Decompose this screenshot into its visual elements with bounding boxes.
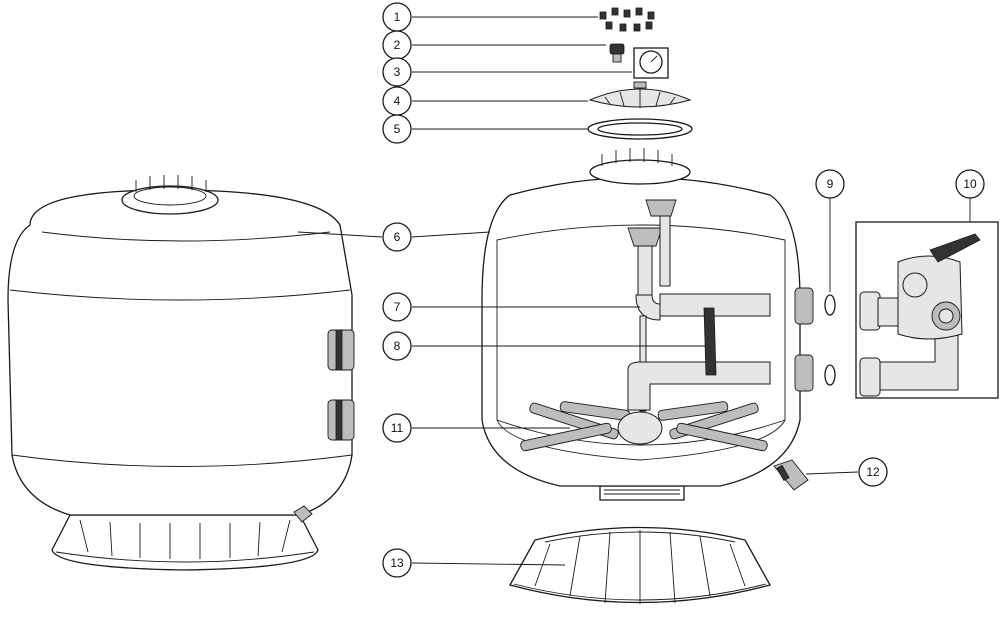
- assembled-filter-tank: [7, 175, 355, 571]
- svg-text:9: 9: [827, 177, 834, 191]
- pressure-gauge: [633, 47, 669, 79]
- svg-text:2: 2: [394, 38, 401, 52]
- callout-11: 11: [382, 413, 412, 443]
- upper-diffuser: [627, 199, 677, 307]
- svg-text:11: 11: [391, 421, 404, 435]
- port-o-rings: [824, 294, 836, 386]
- drain-left: [293, 505, 313, 523]
- drain-valve: [773, 459, 809, 491]
- pipe-support: [703, 307, 717, 376]
- svg-text:7: 7: [394, 300, 401, 314]
- callout-13: 13: [382, 548, 412, 578]
- tank-base-right: [599, 485, 685, 501]
- callout-7: 7: [382, 292, 412, 322]
- lid-o-ring: [587, 118, 693, 140]
- callout-12: 12: [858, 457, 888, 487]
- bolt-set: [599, 7, 655, 32]
- svg-text:1: 1: [394, 10, 401, 24]
- cutaway-filter-tank: [481, 148, 814, 501]
- svg-text:3: 3: [394, 65, 401, 79]
- svg-text:10: 10: [963, 177, 977, 191]
- tank-top-flange-left: [121, 175, 219, 215]
- filter-lid: [588, 81, 692, 108]
- svg-text:8: 8: [394, 339, 401, 353]
- tank-body-left: [7, 189, 353, 516]
- lateral-collectors: [520, 401, 768, 452]
- callout-5: 5: [382, 114, 412, 144]
- svg-text:13: 13: [390, 556, 404, 570]
- callout-8: 8: [382, 331, 412, 361]
- callout-2: 2: [382, 30, 412, 60]
- callout-4: 4: [382, 86, 412, 116]
- tank-base-left: [51, 514, 319, 571]
- side-ports-right: [794, 287, 814, 392]
- callout-10: 10: [955, 169, 985, 199]
- callout-3: 3: [382, 57, 412, 87]
- multiport-valve: [855, 221, 999, 399]
- svg-text:12: 12: [866, 465, 880, 479]
- callout-9: 9: [815, 169, 845, 199]
- collector-pipes: [627, 293, 771, 412]
- svg-text:4: 4: [394, 94, 401, 108]
- side-ports-left: [327, 329, 355, 441]
- callout-1: 1: [382, 2, 412, 32]
- svg-text:5: 5: [394, 122, 401, 136]
- air-release-valve: [609, 43, 625, 63]
- tank-top-flange-right: [589, 148, 691, 185]
- tank-base-stand: [509, 526, 771, 604]
- svg-text:6: 6: [394, 230, 401, 244]
- leader-lines: [297, 16, 971, 566]
- callout-6: 6: [382, 222, 412, 252]
